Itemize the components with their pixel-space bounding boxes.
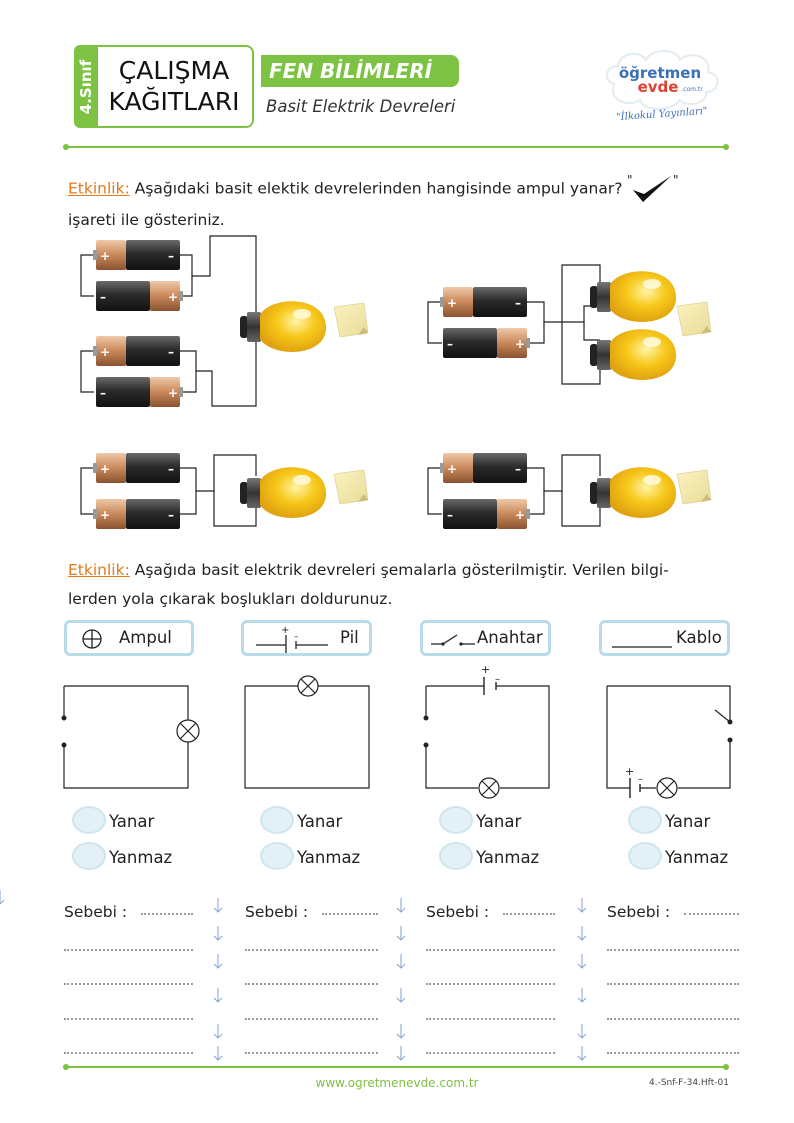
svg-text:–: – xyxy=(638,774,643,785)
option-bubble-3-yanmaz[interactable] xyxy=(439,842,473,870)
activity2-text-line2: lerden yola çıkarak boşlukları doldurunu… xyxy=(68,590,393,608)
legend-bulb: Ampul xyxy=(64,620,194,656)
option-bubble-1-yanar[interactable] xyxy=(72,806,106,834)
option-label-2-yanar: Yanar xyxy=(297,812,343,831)
legend-battery: + – Pil xyxy=(241,620,372,656)
switch-symbol-icon xyxy=(431,634,475,646)
legend-bulb-label: Ampul xyxy=(119,628,172,647)
option-bubble-4-yanmaz[interactable] xyxy=(628,842,662,870)
worksheet-title: ÇALIŞMA KAĞITLARI xyxy=(96,45,254,128)
option-bubble-4-yanar[interactable] xyxy=(628,806,662,834)
topic-title: Basit Elektrik Devreleri xyxy=(266,97,456,116)
activity2-label: Etkinlik: xyxy=(68,561,130,579)
option-bubble-3-yanar[interactable] xyxy=(439,806,473,834)
svg-text:–: – xyxy=(294,632,299,642)
legend-battery-label: Pil xyxy=(340,628,359,647)
logo-suffix: .com.tr xyxy=(681,86,703,93)
grade-tab: 4.Sınıf xyxy=(74,45,98,128)
down-arrow-icons xyxy=(0,890,587,1061)
header-divider xyxy=(63,144,729,150)
footer-divider xyxy=(63,1064,729,1070)
activity1-label: Etkinlik: xyxy=(68,179,130,198)
activity1-prompt: Etkinlik: Aşağıdaki basit elektik devrel… xyxy=(68,172,728,235)
activity2-text-line1: Aşağıda basit elektrik devreleri şemalar… xyxy=(134,561,669,579)
legend-wire-label: Kablo xyxy=(676,628,722,647)
legend-switch-label: Anahtar xyxy=(477,628,543,647)
battery-symbol-icon: + – xyxy=(256,625,328,653)
check-mark-icon: " " xyxy=(627,173,679,202)
bulb-symbol-icon xyxy=(82,629,102,649)
option-bubble-2-yanmaz[interactable] xyxy=(260,842,294,870)
option-label-3-yanmaz: Yanmaz xyxy=(476,848,540,867)
logo-word-1: öğretmen xyxy=(619,64,701,82)
legend-switch: Anahtar xyxy=(420,620,551,656)
wire-symbol-icon xyxy=(612,646,672,648)
activity1-text-line2: işareti ile gösteriniz. xyxy=(68,211,225,229)
option-label-4-yanar: Yanar xyxy=(665,812,711,831)
worksheet-code: 4.-Snf-F-34.Hft-01 xyxy=(649,1078,729,1088)
svg-text:–: – xyxy=(495,674,500,685)
option-bubble-2-yanar[interactable] xyxy=(260,806,294,834)
subject-banner: FEN BİLİMLERİ xyxy=(261,55,459,87)
svg-text:+: + xyxy=(281,625,289,636)
circuit-pictures: + – – + xyxy=(80,235,712,529)
option-label-1-yanar: Yanar xyxy=(109,812,155,831)
publisher-logo: öğretmen evde .com.tr "İlkokul Yayınları… xyxy=(606,50,719,123)
option-label-4-yanmaz: Yanmaz xyxy=(665,848,729,867)
option-bubble-1-yanmaz[interactable] xyxy=(72,842,106,870)
activity1-text-line1: Aşağıdaki basit elektik devrelerinden ha… xyxy=(134,179,623,198)
svg-text:": " xyxy=(627,173,633,187)
svg-text:+: + xyxy=(625,765,634,778)
svg-text:+: + xyxy=(481,663,490,676)
reason-label-3: Sebebi : xyxy=(426,903,490,921)
option-label-3-yanar: Yanar xyxy=(476,812,522,831)
title-line-1: ÇALIŞMA xyxy=(118,56,230,85)
reason-label-2: Sebebi : xyxy=(245,903,309,921)
reason-label-1: Sebebi : xyxy=(64,903,128,921)
logo-word-2: evde xyxy=(638,78,679,96)
footer-url[interactable]: www.ogretmenevde.com.tr xyxy=(315,1076,479,1090)
option-label-2-yanmaz: Yanmaz xyxy=(297,848,361,867)
schematic-circuits: +– +– xyxy=(61,663,733,799)
activity2-prompt: Etkinlik: Aşağıda basit elektrik devrele… xyxy=(68,556,733,614)
svg-text:": " xyxy=(673,173,679,187)
option-label-1-yanmaz: Yanmaz xyxy=(109,848,173,867)
title-line-2: KAĞITLARI xyxy=(108,87,240,116)
legend-wire: Kablo xyxy=(599,620,730,656)
reason-label-4: Sebebi : xyxy=(607,903,671,921)
